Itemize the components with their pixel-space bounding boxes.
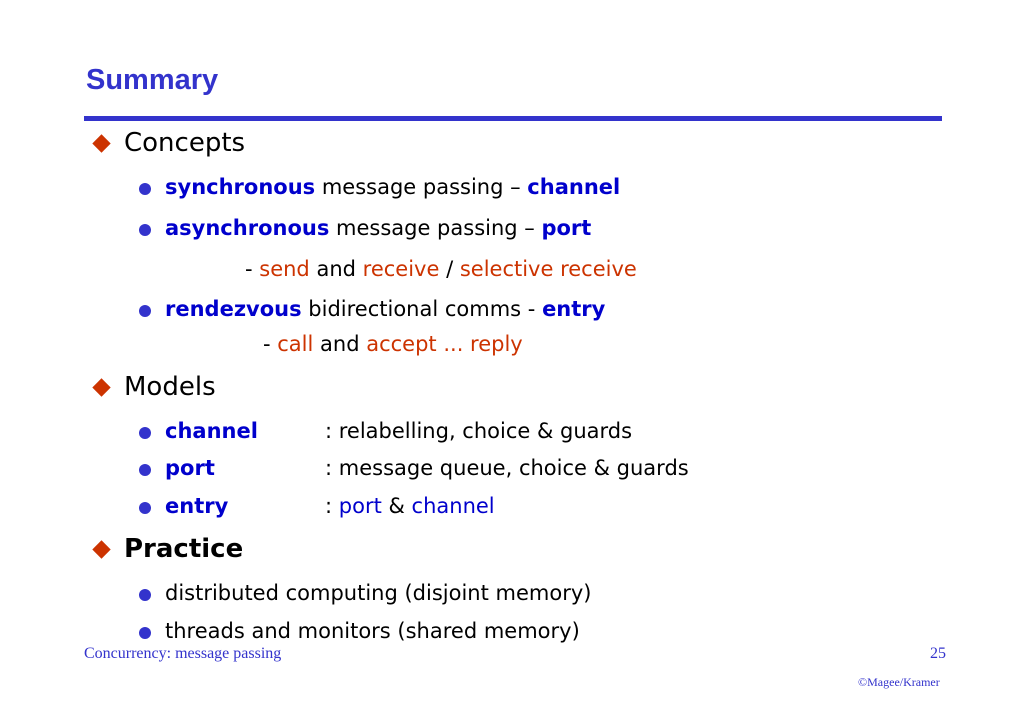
model-term-entry: entry — [165, 494, 229, 518]
model-term-channel: channel — [165, 419, 258, 443]
model-desc-entry: : port & channel — [325, 496, 495, 517]
text-async: message passing – — [329, 216, 542, 240]
text-slash: / — [439, 257, 460, 281]
op-send: send — [259, 257, 310, 281]
text-and: and — [313, 332, 367, 356]
async-operations: - send and receive / selective receive — [245, 259, 637, 280]
text-colon: : — [325, 494, 339, 518]
diamond-bullet-icon — [92, 134, 111, 153]
op-call: call — [277, 332, 314, 356]
slide-title: Summary — [86, 64, 219, 96]
diamond-bullet-icon — [92, 540, 111, 559]
dot-bullet-icon — [139, 464, 151, 476]
bullet-synchronous: synchronous message passing – channel — [165, 177, 620, 198]
diamond-bullet-icon — [92, 378, 111, 397]
practice-item-threads: threads and monitors (shared memory) — [165, 619, 580, 643]
term-channel: channel — [527, 175, 621, 199]
op-receive: receive — [362, 257, 440, 281]
bullet-rendezvous: rendezvous bidirectional comms - entry — [165, 299, 605, 320]
concepts-heading: Concepts — [124, 128, 246, 158]
term-entry: entry — [542, 297, 606, 321]
entry-port: port — [338, 494, 382, 518]
rendezvous-operations: - call and accept ... reply — [263, 334, 523, 355]
dot-bullet-icon — [139, 627, 151, 639]
dot-bullet-icon — [139, 502, 151, 514]
op-selective-receive: selective receive — [459, 257, 637, 281]
copyright: ©Magee/Kramer — [858, 675, 940, 689]
term-synchronous: synchronous — [165, 175, 316, 199]
title-divider — [84, 116, 942, 121]
op-accept-reply: accept ... reply — [366, 332, 523, 356]
model-desc-channel: : relabelling, choice & guards — [325, 419, 633, 443]
practice-heading: Practice — [124, 534, 244, 564]
dash: - — [245, 257, 260, 281]
dot-bullet-icon — [139, 183, 151, 195]
practice-item-distributed: distributed computing (disjoint memory) — [165, 581, 592, 605]
dot-bullet-icon — [139, 224, 151, 236]
footer-title: Concurrency: message passing — [84, 645, 282, 662]
term-port: port — [541, 216, 592, 240]
dot-bullet-icon — [139, 305, 151, 317]
model-desc-port: : message queue, choice & guards — [325, 456, 689, 480]
text-sync: message passing – — [315, 175, 528, 199]
page-number: 25 — [930, 645, 946, 662]
text-rendezvous: bidirectional comms - — [301, 297, 543, 321]
entry-channel: channel — [411, 494, 495, 518]
text-and: and — [309, 257, 363, 281]
dot-bullet-icon — [139, 427, 151, 439]
term-asynchronous: asynchronous — [165, 216, 330, 240]
dash: - — [263, 332, 278, 356]
term-rendezvous: rendezvous — [165, 297, 302, 321]
dot-bullet-icon — [139, 589, 151, 601]
bullet-asynchronous: asynchronous message passing – port — [165, 218, 591, 239]
model-term-port: port — [165, 456, 215, 480]
models-heading: Models — [124, 372, 216, 402]
text-amp: & — [381, 494, 412, 518]
